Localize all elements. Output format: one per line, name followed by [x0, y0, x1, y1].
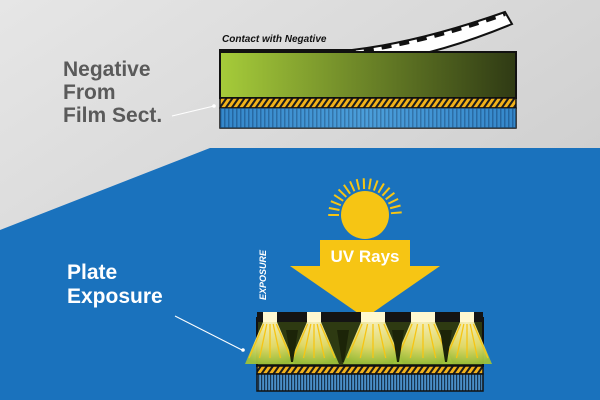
uv-ray-line — [472, 323, 489, 359]
down-arrow-icon — [290, 240, 440, 318]
unexposed-valley — [286, 330, 298, 362]
sun-ray — [333, 194, 344, 202]
sun-ray — [390, 211, 402, 215]
uv-ray-line — [302, 323, 312, 359]
uv-ray-line — [455, 323, 465, 359]
plate-title-line2: Exposure — [67, 285, 163, 308]
sun-ray — [385, 192, 395, 201]
substrate-layer-bottom — [256, 373, 484, 392]
uv-ray-line — [258, 323, 268, 359]
uv-ray-line — [316, 323, 326, 359]
negative-pointer-dot — [212, 104, 216, 108]
uv-ray-line — [292, 323, 309, 359]
plate-pointer-line — [174, 315, 243, 351]
uv-beams — [245, 322, 492, 364]
mask-opening — [307, 312, 321, 322]
plate-title-line1: Plate — [67, 261, 117, 284]
negative-title-line1: Negative — [63, 58, 151, 81]
sun-disc — [341, 191, 389, 239]
substrate-highlight-top — [220, 108, 516, 128]
sun-ray — [355, 178, 361, 190]
sun-ray — [368, 178, 372, 190]
uv-ray-line — [272, 323, 282, 359]
unexposed-valley — [392, 330, 404, 362]
uv-ray-line — [445, 323, 462, 359]
sun-icon — [328, 178, 402, 239]
mask-opening — [411, 312, 435, 322]
sun-ray — [372, 180, 379, 191]
adhesive-layer-top — [219, 97, 517, 109]
sun-ray — [337, 188, 347, 198]
mask-opening — [460, 312, 474, 322]
sun-ray — [330, 200, 342, 207]
photopolymer-layer-top — [219, 51, 517, 99]
sun-ray — [377, 182, 385, 194]
sun-ray — [387, 197, 399, 205]
sun-ray — [349, 180, 356, 192]
exposure-side-label: EXPOSURE — [258, 249, 268, 300]
uv-ray-line — [427, 323, 437, 359]
unexposed-valley — [337, 330, 349, 362]
uv-ray-line — [275, 323, 292, 359]
sun-ray — [328, 206, 340, 212]
uv-ray-line — [248, 323, 265, 359]
negative-title-line2: From — [63, 81, 116, 104]
adhesive-layer-bottom — [256, 365, 484, 375]
uv-ray-line — [359, 323, 369, 359]
uv-ray-line — [409, 323, 419, 359]
contact-label: Contact with Negative — [222, 34, 327, 45]
uv-ray-line — [469, 323, 479, 359]
negative-title-line3: Film Sect. — [63, 104, 162, 127]
uv-ray-line — [319, 323, 336, 359]
plate-pointer-dot — [241, 348, 245, 352]
sun-ray — [381, 186, 391, 197]
sun-ray — [389, 204, 401, 210]
uv-ray-line — [377, 323, 387, 359]
sun-ray — [343, 184, 351, 195]
uv-ray-line — [346, 323, 363, 359]
unexposed-valley — [440, 330, 452, 362]
uv-rays-label: UV Rays — [331, 247, 400, 266]
mask-opening — [361, 312, 385, 322]
mask-openings — [263, 312, 474, 322]
negative-pointer-line — [171, 105, 215, 117]
mask-opening — [263, 312, 277, 322]
